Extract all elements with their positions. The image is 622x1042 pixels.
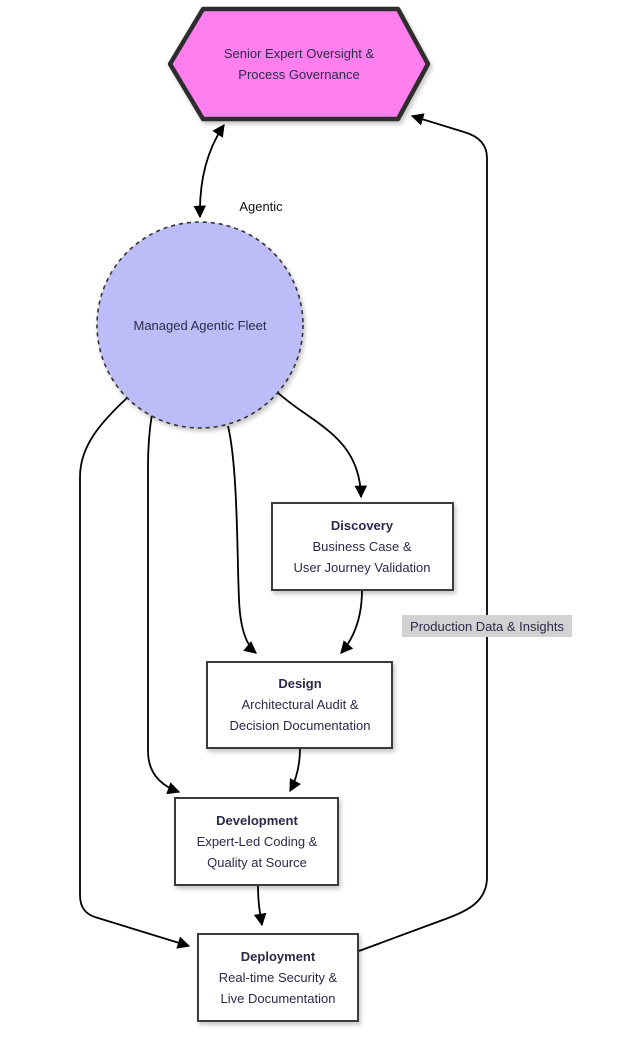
edge-fleet-to-discovery [276, 391, 368, 499]
production-label-background [402, 615, 572, 637]
design-line1: Architectural Audit & [241, 697, 358, 712]
edge-governance-fleet-bidirectional [193, 123, 225, 219]
discovery-line2: User Journey Validation [293, 560, 430, 575]
design-box [206, 661, 393, 749]
deployment-line1: Real-time Security & [219, 970, 338, 985]
edge-discovery-to-design [340, 589, 363, 654]
edge-fleet-to-development [147, 413, 181, 795]
deployment-line2: Live Documentation [221, 991, 336, 1006]
hexagon-outline [167, 6, 431, 122]
edges [79, 113, 488, 952]
development-box [174, 797, 339, 886]
governance-label-line2: Process Governance [238, 67, 359, 82]
development-title: Development [216, 813, 298, 828]
node-governance: Senior Expert Oversight & Process Govern… [167, 6, 431, 122]
node-deployment: Deployment Real-time Security & Live Doc… [197, 933, 359, 1022]
node-design: Design Architectural Audit & Decision Do… [206, 661, 393, 749]
node-discovery: Discovery Business Case & User Journey V… [271, 502, 454, 591]
node-development: Development Expert-Led Coding & Quality … [174, 797, 339, 886]
hexagon-shape [170, 9, 428, 119]
design-title: Design [278, 676, 321, 691]
edge-deployment-to-governance [358, 113, 488, 952]
fleet-circle-shape [97, 222, 303, 428]
edge-design-to-development [289, 747, 301, 793]
deployment-title: Deployment [241, 949, 316, 964]
node-fleet: Managed Agentic Fleet [96, 221, 304, 429]
edge-development-to-deployment [253, 885, 267, 927]
production-label-text: Production Data & Insights [410, 619, 564, 634]
discovery-box [271, 502, 454, 591]
governance-label-line1: Senior Expert Oversight & [224, 46, 375, 61]
discovery-title: Discovery [331, 518, 394, 533]
edge-fleet-to-deployment [79, 397, 191, 949]
design-line2: Decision Documentation [230, 718, 371, 733]
edge-fleet-to-design [227, 425, 257, 654]
development-line1: Expert-Led Coding & [197, 834, 318, 849]
fleet-circle-outline [96, 221, 304, 429]
fleet-label: Managed Agentic Fleet [134, 318, 267, 333]
development-line2: Quality at Source [207, 855, 307, 870]
discovery-line1: Business Case & [313, 539, 412, 554]
edge-label-production: Production Data & Insights [402, 615, 572, 637]
deployment-box [197, 933, 359, 1022]
edge-label-agentic: Agentic [239, 199, 283, 214]
